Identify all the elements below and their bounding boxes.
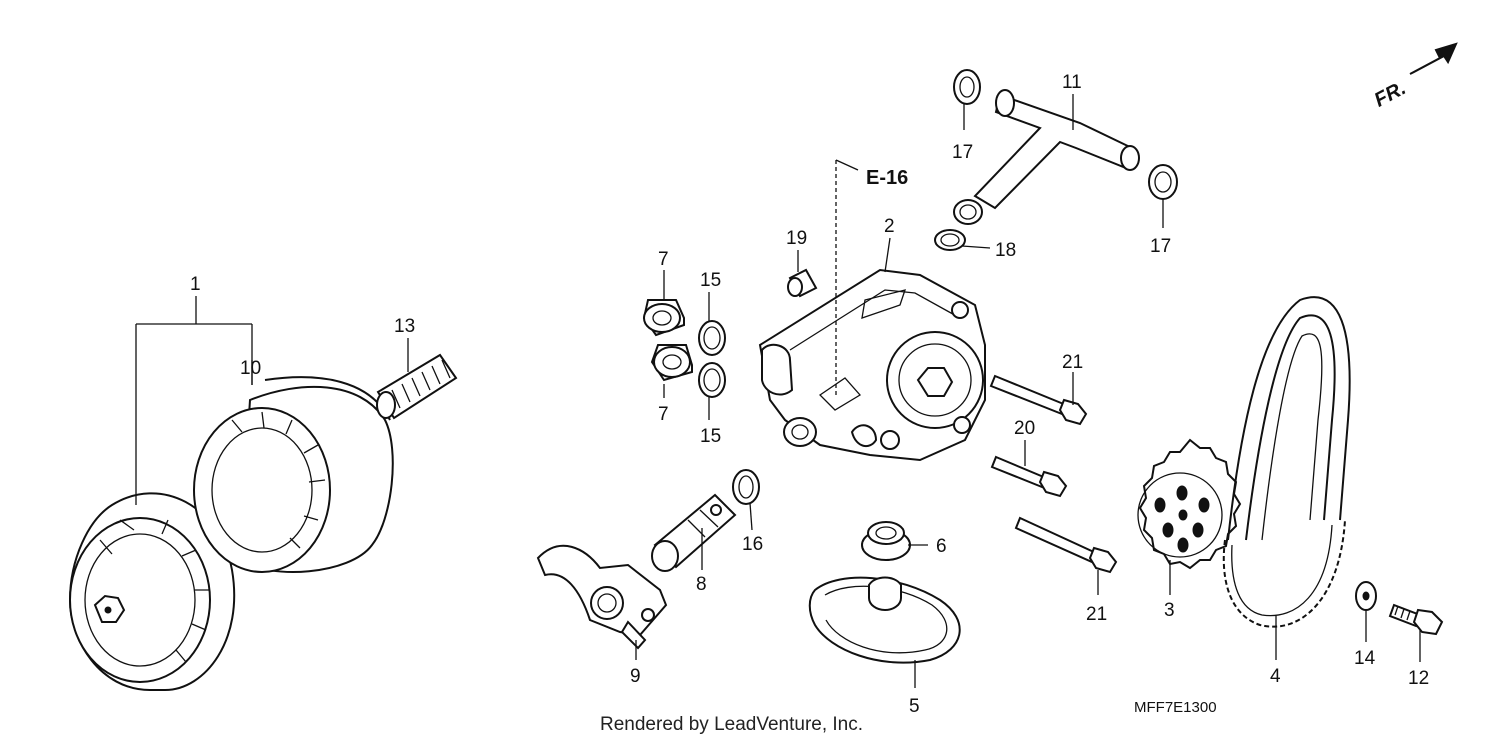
callout-17-upper[interactable]: 17 [952, 142, 973, 163]
grommet-part[interactable] [861, 521, 911, 561]
callout-labels: 1 10 13 7 7 15 15 19 2 11 17 17 18 21 20… [190, 72, 1429, 735]
callout-15-upper[interactable]: 15 [700, 270, 721, 291]
callout-9[interactable]: 9 [630, 666, 641, 687]
callout-16[interactable]: 16 [742, 534, 763, 555]
flange-bolt-part-middle[interactable] [990, 455, 1068, 498]
reference-leader [835, 159, 859, 398]
oil-strainer-part[interactable] [808, 576, 961, 664]
front-marker-label: FR. [1371, 77, 1410, 112]
oil-strainer-tube-part[interactable] [536, 544, 668, 650]
diagram-code: MFF7E1300 [1134, 699, 1217, 716]
callout-13[interactable]: 13 [394, 316, 415, 337]
oil-pump-part[interactable] [758, 268, 986, 462]
leader-lines [135, 94, 1421, 688]
o-ring-part-upper[interactable] [698, 320, 726, 356]
callout-11[interactable]: 11 [1062, 72, 1082, 93]
callout-18[interactable]: 18 [995, 240, 1016, 261]
oil-filter-nipple-part[interactable] [376, 353, 458, 420]
flange-bolt-part-lower[interactable] [1014, 516, 1118, 574]
joint-collar-part[interactable] [651, 493, 737, 572]
callout-4[interactable]: 4 [1270, 666, 1281, 687]
callout-7-upper[interactable]: 7 [658, 249, 669, 270]
sprocket-bolt-part[interactable] [1388, 603, 1444, 636]
callout-7-lower[interactable]: 7 [658, 404, 669, 425]
section-reference[interactable]: E-16 [866, 167, 908, 189]
render-credit: Rendered by LeadVenture, Inc. [600, 714, 863, 735]
callout-6[interactable]: 6 [936, 536, 947, 557]
callout-8[interactable]: 8 [696, 574, 707, 595]
callout-10[interactable]: 10 [240, 358, 261, 379]
callout-20[interactable]: 20 [1014, 418, 1035, 439]
pipe-o-ring-small-part[interactable] [934, 229, 966, 251]
callout-19[interactable]: 19 [786, 228, 807, 249]
collar-part-lower[interactable] [650, 344, 693, 382]
callout-3[interactable]: 3 [1164, 600, 1175, 621]
pipe-o-ring-part-lower[interactable] [1148, 164, 1178, 200]
pipe-o-ring-part-upper[interactable] [953, 69, 981, 105]
callout-21-upper[interactable]: 21 [1062, 352, 1083, 373]
sprocket-part[interactable] [1137, 438, 1242, 570]
callout-21-lower[interactable]: 21 [1086, 604, 1107, 625]
callout-14[interactable]: 14 [1354, 648, 1376, 669]
collar-part-upper[interactable] [642, 299, 685, 337]
callout-5[interactable]: 5 [909, 696, 920, 717]
callout-2[interactable]: 2 [884, 216, 895, 237]
washer-part[interactable] [1355, 581, 1377, 611]
front-direction-arrow-icon [1409, 42, 1458, 75]
callout-1[interactable]: 1 [190, 274, 201, 295]
drive-chain-part[interactable] [1222, 296, 1351, 628]
oil-pipe-part[interactable] [953, 89, 1140, 225]
callout-12[interactable]: 12 [1408, 668, 1429, 689]
callout-17-lower[interactable]: 17 [1150, 236, 1171, 257]
flange-bolt-part-upper[interactable] [989, 374, 1088, 426]
callout-15-lower[interactable]: 15 [700, 426, 721, 447]
dowel-pin-part[interactable] [787, 268, 818, 298]
o-ring-part-lower[interactable] [698, 362, 726, 398]
oil-filter-part[interactable] [68, 376, 394, 691]
strainer-o-ring-part[interactable] [732, 469, 760, 505]
